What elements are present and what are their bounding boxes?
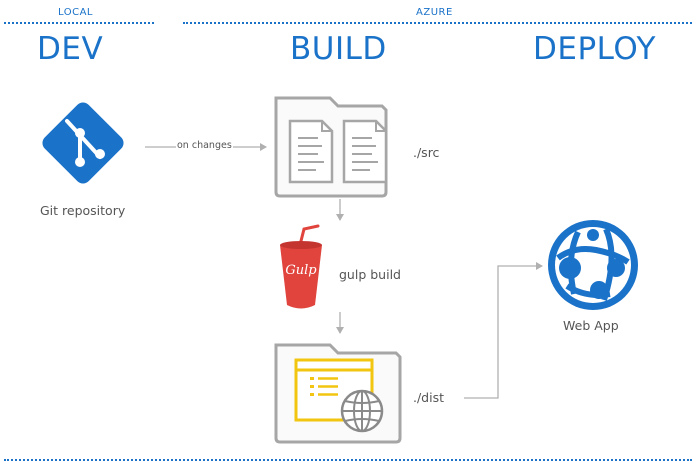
web-app-label: Web App: [563, 318, 619, 333]
web-app-icon: [548, 220, 638, 310]
src-folder-icon: [274, 96, 388, 198]
src-label: ./src: [413, 145, 440, 160]
gulp-logo-text: Gulp: [285, 263, 317, 278]
gulp-build-label: gulp build: [339, 267, 401, 282]
on-changes-label: on changes: [176, 140, 233, 151]
git-repository-label: Git repository: [40, 203, 126, 218]
deploy-heading: DEPLOY: [533, 31, 656, 67]
dist-label: ./dist: [413, 390, 445, 405]
azure-divider: [183, 22, 692, 24]
build-heading: BUILD: [290, 31, 387, 67]
local-section-label: LOCAL: [58, 7, 93, 18]
azure-section-label: AZURE: [416, 7, 453, 18]
gulp-icon: Gulp: [280, 224, 322, 309]
arrow-dist-to-webapp: [464, 262, 543, 399]
dev-heading: DEV: [37, 31, 104, 67]
git-icon: [42, 102, 124, 184]
bottom-divider: [4, 459, 692, 461]
dist-folder-icon: [274, 343, 402, 444]
local-divider: [4, 22, 154, 24]
